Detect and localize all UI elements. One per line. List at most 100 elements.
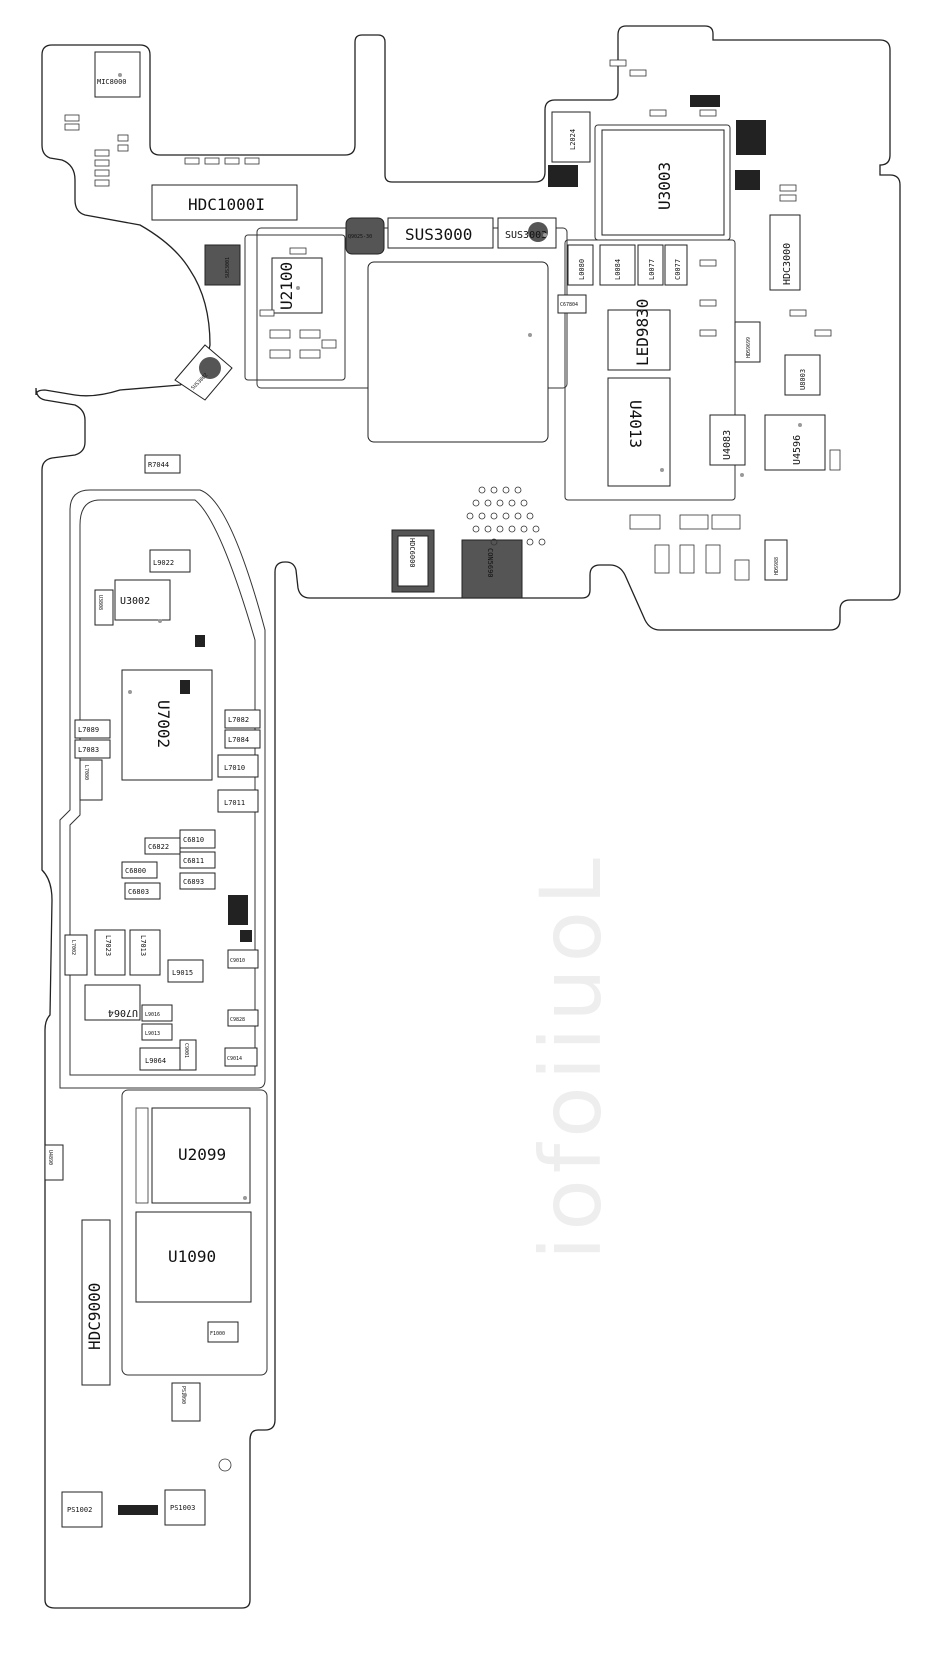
ps1990-chip bbox=[171, 1382, 201, 1422]
l7083-chip bbox=[74, 739, 111, 759]
sus3000-label: SUS3000 bbox=[405, 225, 472, 244]
test-via-grid bbox=[466, 486, 546, 546]
u3808-chip bbox=[94, 589, 114, 626]
passive-cluster-right bbox=[609, 59, 841, 581]
ps1002-label: PS1002 bbox=[67, 1506, 92, 1514]
dark-pad-2 bbox=[180, 680, 190, 694]
u7064-label: U7064 bbox=[108, 1007, 138, 1018]
u2100-label: U2100 bbox=[277, 262, 296, 310]
u2099-left-pads bbox=[135, 1107, 149, 1204]
passive-cluster-top-left bbox=[64, 114, 260, 187]
l9015-chip bbox=[167, 959, 204, 983]
u3002-label: U3002 bbox=[120, 596, 150, 607]
shield-frame-inner-left bbox=[69, 499, 256, 1076]
ps1003-chip bbox=[164, 1489, 206, 1526]
l0084-chip bbox=[599, 244, 636, 286]
passive-cluster-u2100 bbox=[259, 247, 337, 359]
hds988-label: HDS988 bbox=[774, 557, 780, 575]
l7010-chip bbox=[217, 754, 259, 778]
q9025-label: Q9025-30 bbox=[348, 234, 372, 240]
l7083-label: L7083 bbox=[78, 746, 99, 754]
c9828-label: C9828 bbox=[230, 1017, 245, 1023]
led9830-label: LED9830 bbox=[633, 299, 652, 366]
hds988-chip bbox=[764, 539, 788, 581]
c6893-label: C6893 bbox=[183, 878, 204, 886]
l9064-label: L9064 bbox=[145, 1057, 166, 1065]
q9025-chip bbox=[345, 217, 385, 255]
l7084-chip bbox=[224, 729, 261, 749]
u4013-chip bbox=[607, 377, 671, 487]
u8003-chip bbox=[784, 354, 821, 396]
u7002-label: U7002 bbox=[154, 700, 173, 748]
dark-module-3 bbox=[735, 170, 760, 190]
u7064-chip bbox=[84, 984, 141, 1021]
u8003-label: U8003 bbox=[799, 369, 807, 390]
c9001-chip bbox=[179, 1039, 197, 1071]
r7044-chip bbox=[144, 454, 181, 474]
sus3002-pad bbox=[199, 357, 221, 379]
hdc9000-chip bbox=[81, 1219, 111, 1386]
shield-frame-right bbox=[564, 239, 736, 501]
hdc6000-label: HDC6000 bbox=[408, 538, 416, 568]
l7089-chip bbox=[74, 719, 111, 739]
l9016-chip bbox=[141, 1004, 173, 1022]
dark-module-2 bbox=[736, 120, 766, 155]
u3003-label: U3003 bbox=[655, 162, 674, 210]
l7011-label: L7011 bbox=[224, 799, 245, 807]
u3808-label: U3808 bbox=[97, 595, 103, 610]
u2099-chip bbox=[151, 1107, 251, 1204]
dark-module-1 bbox=[548, 165, 578, 187]
shield-frame-lower bbox=[121, 1089, 268, 1376]
sus3001-label: SUS3001 bbox=[225, 257, 231, 278]
u2100-chip bbox=[271, 257, 323, 314]
l0080-label: L0080 bbox=[578, 259, 586, 280]
l2024-chip bbox=[551, 111, 591, 163]
c6803-chip bbox=[124, 882, 161, 900]
l2024-label: L2024 bbox=[569, 129, 577, 150]
r7044-label: R7044 bbox=[148, 461, 169, 469]
l7080-label: L7080 bbox=[83, 765, 89, 780]
u2099-label: U2099 bbox=[178, 1145, 226, 1164]
c9014-chip bbox=[224, 1047, 258, 1067]
f1000-label: F1000 bbox=[210, 1331, 225, 1337]
l7002-label: L7002 bbox=[70, 940, 76, 955]
l9013-chip bbox=[141, 1023, 173, 1041]
mic8000-chip bbox=[94, 51, 141, 98]
l7010-label: L7010 bbox=[224, 764, 245, 772]
sus3003-label: SUS3003 bbox=[505, 230, 547, 241]
c9014-label: C9014 bbox=[227, 1056, 242, 1062]
u7002-chip bbox=[121, 669, 213, 781]
l7089-label: L7089 bbox=[78, 726, 99, 734]
u4083-chip bbox=[709, 414, 746, 466]
u1090-label: U1090 bbox=[168, 1247, 216, 1266]
dark-module-4 bbox=[690, 95, 720, 107]
l0080-chip bbox=[567, 244, 594, 286]
u3002-chip bbox=[114, 579, 171, 621]
u1090-chip bbox=[135, 1211, 252, 1303]
c6810-label: C6810 bbox=[183, 836, 204, 844]
hdc3000-chip bbox=[769, 214, 801, 291]
con5690-label: CON5690 bbox=[486, 548, 494, 578]
c6811-chip bbox=[179, 851, 216, 869]
l0077-chip bbox=[637, 244, 664, 286]
hdc6000-inner bbox=[397, 535, 429, 587]
l7080-chip bbox=[79, 759, 103, 801]
c6811-label: C6811 bbox=[183, 857, 204, 865]
hdc1000-label: HDC1000I bbox=[188, 195, 265, 214]
cutout-center bbox=[367, 261, 549, 443]
shield-frame-upper-left bbox=[59, 489, 266, 1089]
c6800-label: C6800 bbox=[125, 867, 146, 875]
u4890-chip bbox=[44, 1144, 64, 1181]
mount-hole-lower bbox=[218, 1458, 232, 1472]
l0084-label: L0084 bbox=[614, 259, 622, 280]
u4890-label: U4890 bbox=[47, 1150, 53, 1165]
ps1003-label: PS1003 bbox=[170, 1504, 195, 1512]
hdc1000-connector bbox=[151, 184, 298, 221]
hds9699-chip bbox=[734, 321, 761, 363]
l7023-chip bbox=[94, 929, 126, 976]
c6803-label: C6803 bbox=[128, 888, 149, 896]
c0077-label: C0077 bbox=[674, 259, 682, 280]
c6800-chip bbox=[121, 861, 158, 879]
l7013-label: L7013 bbox=[139, 935, 147, 956]
